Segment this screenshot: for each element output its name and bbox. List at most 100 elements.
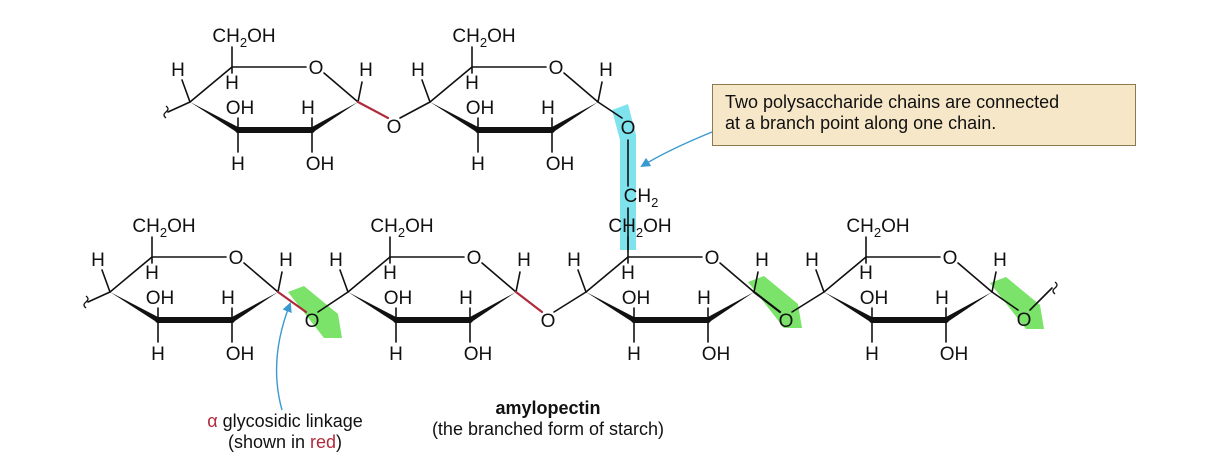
branch-ch2-label: CH2 (624, 186, 659, 210)
caption-title: amylopectin (495, 398, 601, 418)
oh-label: OH (622, 288, 651, 309)
h-label: H (621, 263, 635, 284)
ring-oxygen-label: O (309, 58, 324, 79)
glycosidic-bond (553, 291, 587, 313)
ring-wedge-bond (586, 292, 634, 323)
chain-continuation-bond (87, 291, 111, 303)
branch-oxygen-label: O (621, 118, 636, 139)
h-bond (181, 79, 191, 103)
ring-wedge-bond (470, 292, 516, 323)
glycosidic-bond (399, 101, 431, 119)
h-bond (515, 271, 521, 293)
glycosidic-bond (514, 290, 544, 314)
ch2oh-label: CH2OH (212, 26, 275, 50)
figure-caption: amylopectin (the branched form of starch… (398, 398, 698, 440)
h-bond (577, 269, 587, 293)
h-bond (101, 269, 111, 293)
h-label: H (859, 263, 873, 284)
h-bond (357, 81, 363, 103)
h-label: H (993, 250, 1007, 271)
h-label: H (459, 288, 473, 309)
ring-wedge-bond (312, 102, 358, 133)
glycosidic-bond (356, 100, 390, 120)
ring-oxygen-label: O (467, 248, 482, 269)
linkage-highlight (990, 277, 1044, 329)
callout-line-1: Two polysaccharide chains are connected (725, 92, 1060, 112)
callout-arrow (640, 131, 713, 168)
h-label: H (389, 344, 403, 365)
h-label: H (279, 250, 293, 271)
ring-bond (109, 256, 153, 293)
glycosidic-bond (276, 290, 308, 314)
h-label: H (151, 344, 165, 365)
caption-subtitle: (the branched form of starch) (431, 419, 665, 439)
ch2oh-label: CH2OH (608, 216, 671, 240)
h-label: H (171, 60, 185, 81)
linkage-highlight (748, 276, 802, 328)
h-label: H (231, 154, 245, 175)
ring-bond (585, 256, 629, 293)
h-label: H (471, 154, 485, 175)
h-label: H (541, 98, 555, 119)
linkage-note-prefix: (shown in (227, 432, 311, 452)
h-label: H (865, 344, 879, 365)
oh-label: OH (146, 288, 175, 309)
oh-label: OH (306, 154, 335, 175)
h-bond (421, 79, 431, 103)
ring-wedge-bond (110, 292, 158, 323)
glycosidic-oxygen-label: O (305, 311, 320, 332)
linkage-arrow (275, 302, 292, 411)
h-label: H (225, 73, 239, 94)
oh-label: OH (940, 344, 969, 365)
oh-label: OH (546, 154, 575, 175)
ring-wedge-bond (552, 102, 598, 133)
chain-continuation-bond (1029, 287, 1053, 311)
h-label: H (301, 98, 315, 119)
h-label: H (517, 250, 531, 271)
h-label: H (329, 250, 343, 271)
h-bond (597, 81, 603, 103)
ring-oxygen-label: O (705, 248, 720, 269)
glycosidic-bond (752, 290, 782, 314)
linkage-note-line-2: (shown in red) (160, 432, 410, 453)
h-label: H (91, 250, 105, 271)
terminal-oxygen-label: O (1017, 310, 1032, 331)
ch2oh-label: CH2OH (132, 216, 195, 240)
arrows (275, 131, 713, 411)
branch-bond-highlight (612, 104, 636, 250)
ring-oxygen-label: O (229, 248, 244, 269)
h-label: H (221, 288, 235, 309)
h-bond (815, 269, 825, 293)
h-label: H (383, 263, 397, 284)
h-bond (991, 271, 997, 293)
ring-bond (189, 66, 233, 103)
h-label: H (567, 250, 581, 271)
chain-continuation-squiggle (1052, 281, 1058, 295)
chain-continuation-squiggle (83, 295, 89, 309)
h-label: H (805, 250, 819, 271)
ring-wedge-bond (946, 292, 992, 323)
glycosidic-linkage-note: α glycosidic linkage (shown in red) (160, 411, 410, 453)
oh-label: OH (860, 288, 889, 309)
ring-bond (429, 66, 473, 103)
h-label: H (411, 60, 425, 81)
h-label: H (145, 263, 159, 284)
oh-label: OH (464, 344, 493, 365)
ring-bond (243, 262, 279, 293)
ring-bond (481, 262, 517, 293)
branch-bond (597, 101, 623, 119)
h-label: H (359, 60, 373, 81)
h-label: H (935, 288, 949, 309)
branch-point-callout: Two polysaccharide chains are connected … (712, 84, 1136, 146)
h-bond (753, 271, 759, 293)
ring-wedge-bond (430, 102, 478, 133)
h-bond (277, 271, 283, 293)
linkage-note-text: glycosidic linkage (217, 411, 363, 431)
ring-oxygen-label: O (549, 58, 564, 79)
h-label: H (465, 73, 479, 94)
ring-wedge-bond (824, 292, 872, 323)
glycosidic-oxygen-label: O (387, 117, 402, 138)
h-label: H (627, 344, 641, 365)
ch2oh-label: CH2OH (846, 216, 909, 240)
